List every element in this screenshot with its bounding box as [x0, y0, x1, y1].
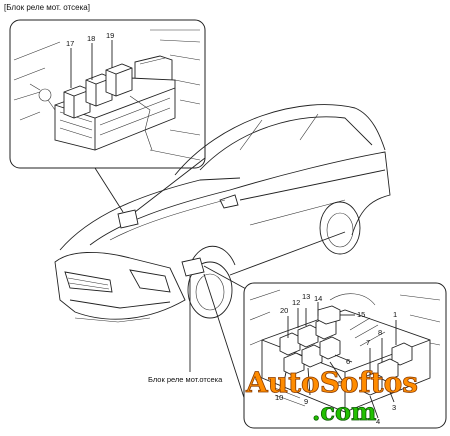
bottom-relay-label: Блок реле мот.отсека	[148, 375, 223, 384]
callout-19: 19	[106, 31, 114, 40]
callout-5: 5	[338, 379, 342, 388]
relay-18-shape	[85, 73, 113, 107]
top-detail-inset: 17 18 19	[9, 19, 206, 169]
callout-6: 6	[346, 357, 350, 366]
relay-box-marker-bottom	[181, 257, 205, 277]
relay-19-shape	[105, 63, 133, 97]
callout-9: 9	[304, 397, 308, 406]
bottom-detail-inset: 20 12 13 14 15 1 8 7 6 5 9 10 4 3	[243, 282, 447, 429]
callout-8: 8	[378, 328, 382, 337]
car-illustration	[54, 104, 391, 323]
relay-box-marker-top	[117, 209, 139, 229]
relay-17-shape	[63, 85, 91, 119]
callout-20: 20	[280, 306, 288, 315]
callout-17: 17	[66, 39, 74, 48]
watermark-line2: .com	[312, 397, 376, 426]
callout-15: 15	[357, 310, 365, 319]
callout-7: 7	[366, 338, 370, 347]
callout-10: 10	[275, 393, 283, 402]
callout-12: 12	[292, 298, 300, 307]
watermark-line1: AutoSoftos	[245, 366, 418, 399]
callout-13: 13	[302, 292, 310, 301]
callout-3: 3	[392, 403, 396, 412]
callout-14: 14	[314, 294, 322, 303]
diagram-header: [Блок реле мот. отсека]	[4, 3, 90, 12]
callout-1: 1	[393, 310, 397, 319]
callout-18: 18	[87, 34, 95, 43]
callout-4: 4	[376, 417, 380, 426]
